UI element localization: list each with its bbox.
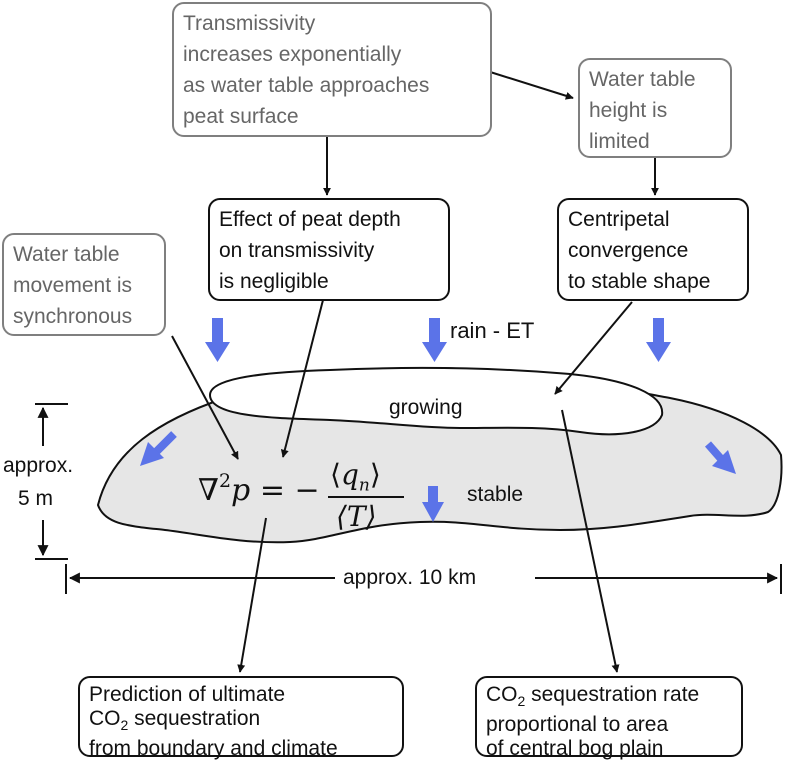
nabla-exponent: 2	[218, 470, 232, 492]
width-dimension	[65, 564, 782, 594]
peat-depth-line-2: on transmissivity	[219, 239, 375, 262]
arrow-peat-depth-to-equation	[280, 299, 324, 458]
rate-line-3: of central bog plain	[486, 737, 664, 761]
fraction-bar	[328, 496, 404, 498]
prediction-line-3: from boundary and climate	[89, 737, 338, 761]
width-label: approx. 10 km	[343, 566, 477, 589]
rain-arrow-left	[205, 318, 230, 362]
stable-label: stable	[467, 483, 524, 506]
stable-arrow	[422, 486, 444, 522]
prediction-box: Prediction of ultimate CO2 sequestration…	[78, 676, 404, 760]
arrow-synchronous-to-equation	[171, 335, 239, 460]
arrow-transmissivity-to-limited	[486, 70, 574, 100]
transmissivity-line-1: Transmissivity	[183, 12, 316, 35]
rain-arrow-center	[422, 318, 447, 362]
prediction-line-1: Prediction of ultimate	[89, 683, 286, 706]
transmissivity-box: Transmissivity increases exponentially a…	[172, 2, 492, 137]
arrow-equation-to-prediction	[237, 517, 267, 673]
equals-minus: = −	[259, 473, 320, 508]
connector-arrows	[171, 70, 659, 673]
rain-label: rain - ET	[450, 318, 535, 343]
pressure-variable: p	[231, 473, 251, 508]
growing-region	[208, 366, 664, 436]
growing-label: growing	[389, 396, 463, 419]
centripetal-line-2: convergence	[568, 239, 689, 262]
flux-variable: q	[340, 458, 359, 491]
limited-line-3: limited	[589, 130, 650, 153]
synchronous-box: Water table movement is synchronous	[2, 233, 166, 336]
centripetal-line-3: to stable shape	[568, 270, 711, 293]
synchronous-line-2: movement is	[13, 274, 133, 297]
transmissivity-line-2: increases exponentially	[183, 43, 402, 66]
synchronous-line-1: Water table	[13, 243, 120, 266]
synchronous-line-3: synchronous	[13, 305, 133, 328]
water-table-limited-box: Water table height is limited	[578, 58, 732, 158]
outflow-arrow-left	[140, 431, 177, 466]
outflow-arrow-right	[704, 441, 736, 474]
rate-line-2: proportional to area	[486, 713, 669, 737]
limited-line-1: Water table	[589, 68, 696, 91]
limited-line-2: height is	[589, 99, 668, 122]
nabla-symbol: ∇	[198, 473, 219, 508]
arrow-centripetal-to-growing	[554, 301, 633, 395]
height-dimension	[35, 403, 68, 560]
rain-arrow-right	[646, 318, 671, 362]
rate-line-1: CO2 sequestration rate	[486, 683, 700, 710]
centripetal-line-1: Centripetal	[568, 208, 670, 231]
equation-numerator: ⟨qn⟩	[330, 458, 381, 496]
centripetal-box: Centripetal convergence to stable shape	[557, 198, 749, 301]
arrow-growing-to-rate	[561, 409, 620, 673]
equation-denominator: ⟨T⟩	[336, 500, 377, 533]
height-label-bottom: 5 m	[18, 487, 54, 510]
peat-depth-box: Effect of peat depth on transmissivity i…	[208, 198, 450, 301]
sequestration-rate-box: CO2 sequestration rate proportional to a…	[475, 676, 743, 760]
peat-depth-line-3: is negligible	[219, 270, 329, 293]
prediction-line-2: CO2 sequestration	[89, 707, 261, 734]
flux-subscript: n	[358, 475, 370, 496]
height-label-top: approx.	[3, 454, 74, 477]
equation-lhs: ∇2p = −	[198, 470, 320, 508]
transmissivity-line-3: as water table approaches	[183, 74, 430, 97]
peat-depth-line-1: Effect of peat depth	[219, 208, 401, 231]
transmissivity-line-4: peat surface	[183, 105, 299, 128]
